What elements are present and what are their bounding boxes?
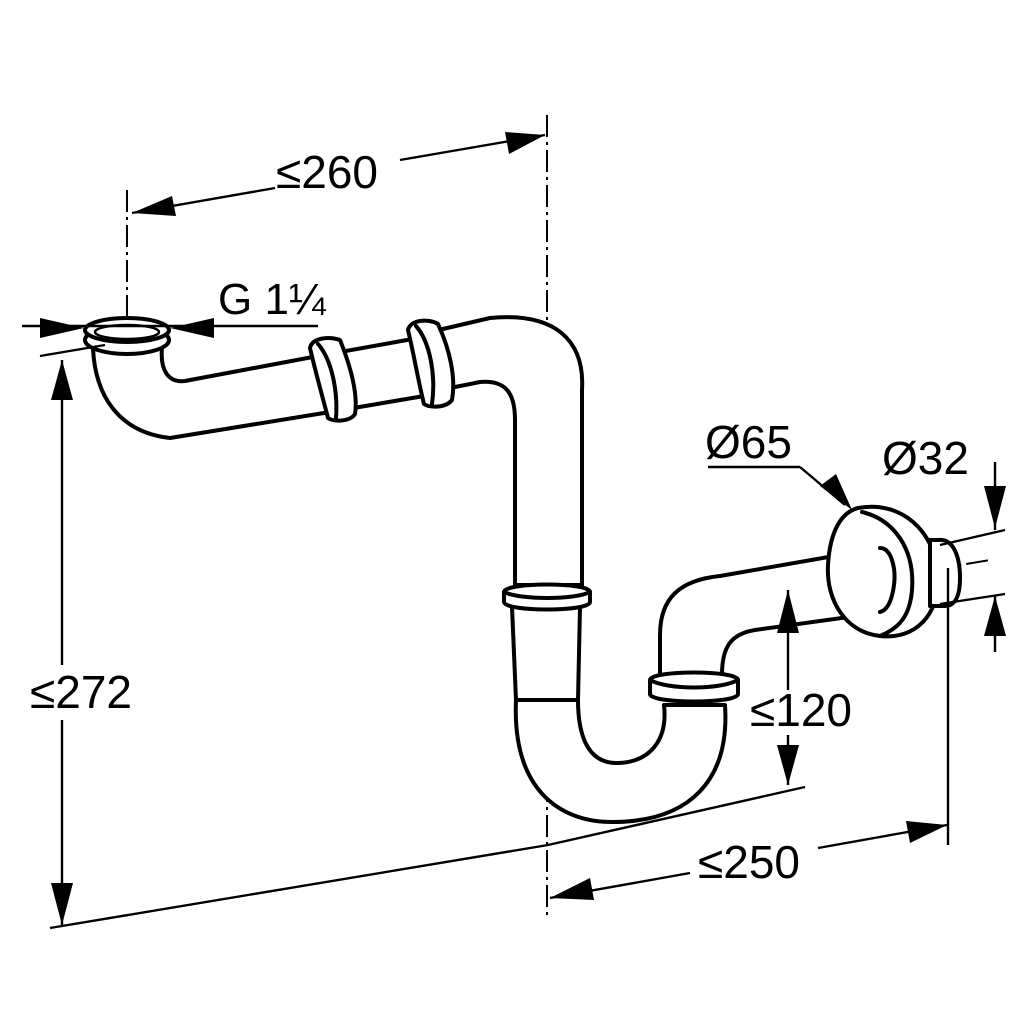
label-height-120: ≤120 bbox=[750, 684, 852, 736]
u-trap-bend bbox=[513, 698, 728, 824]
arrow-icon bbox=[906, 821, 947, 843]
arrow-icon bbox=[984, 596, 1006, 636]
label-diameter-65: Ø65 bbox=[705, 416, 792, 468]
label-thread-size: G 1¼ bbox=[218, 275, 327, 324]
arrow-icon bbox=[505, 132, 545, 154]
label-diameter-32: Ø32 bbox=[882, 432, 969, 484]
dimension-labels: ≤260 G 1¼ ≤272 ≤120 ≤250 Ø65 Ø32 bbox=[30, 146, 969, 888]
dimension-lines bbox=[40, 132, 1006, 925]
lower-vertical-tube bbox=[510, 605, 582, 702]
arrow-icon bbox=[550, 878, 594, 900]
inlet-elbow bbox=[91, 346, 332, 440]
label-height-272: ≤272 bbox=[30, 666, 132, 718]
wall-rosette bbox=[825, 504, 941, 639]
label-width-260: ≤260 bbox=[276, 146, 378, 198]
arrow-icon bbox=[40, 318, 84, 338]
siphon-pipe bbox=[83, 315, 962, 824]
arrow-icon bbox=[984, 486, 1006, 528]
arrow-icon bbox=[132, 196, 176, 216]
outlet-tube-end bbox=[928, 537, 962, 608]
arrow-icon bbox=[777, 745, 799, 785]
arrow-icon bbox=[777, 590, 799, 633]
upper-bend bbox=[428, 315, 585, 587]
arrow-icon bbox=[170, 318, 214, 338]
label-length-250: ≤250 bbox=[698, 836, 800, 888]
arrow-icon bbox=[51, 883, 73, 925]
inlet-ring-top bbox=[83, 316, 171, 344]
arrow-icon bbox=[820, 474, 852, 510]
arrow-icon bbox=[51, 360, 73, 400]
